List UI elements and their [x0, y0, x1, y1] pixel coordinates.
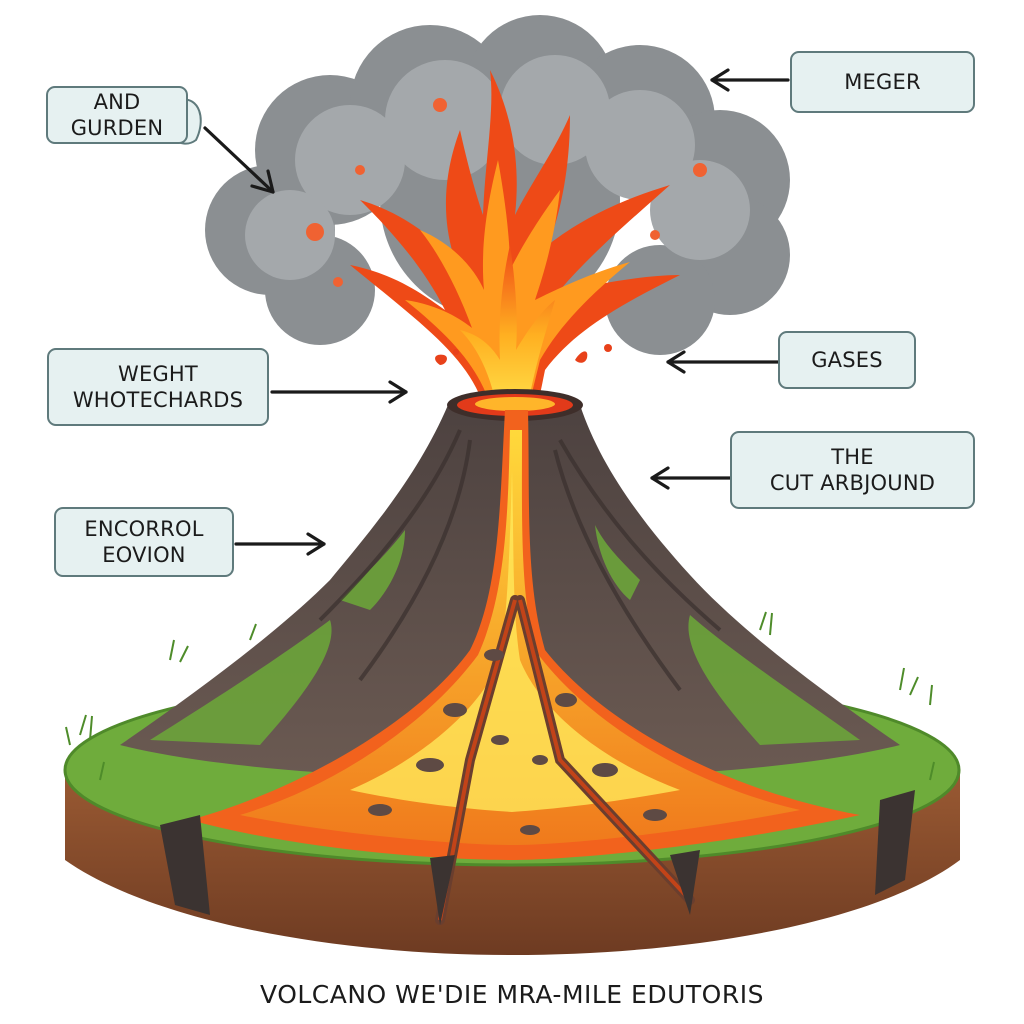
label-weght-line1: WEGHT — [118, 362, 198, 386]
cross-section-cracks — [160, 790, 915, 925]
arrow-gases — [666, 350, 780, 374]
label-encorrol: ENCORROL EOVION — [54, 507, 234, 577]
label-and-gurden-line2: GURDEN — [70, 116, 164, 140]
eruption-plume — [350, 70, 680, 410]
arrow-cutarbjound — [650, 466, 732, 490]
label-meger: MEGER — [790, 51, 975, 113]
arrow-weght — [270, 380, 408, 404]
arrows — [203, 68, 790, 556]
label-cutarbjound-line1: THE — [831, 445, 874, 469]
label-weght: WEGHT WHOTECHARDS — [47, 348, 269, 426]
label-meger-text: MEGER — [844, 70, 921, 94]
lava-flow — [190, 410, 860, 925]
arrow-meger — [710, 68, 790, 92]
label-gases: GASES — [778, 331, 916, 389]
label-gases-text: GASES — [811, 348, 883, 372]
arrow-and-gurden — [203, 126, 275, 194]
label-and-gurden-line1: AND — [93, 90, 141, 114]
label-and-gurden: AND GURDEN — [46, 86, 188, 144]
label-weght-line2: WHOTECHARDS — [72, 388, 244, 412]
diagram-caption: VOLCANO WE'DIE MRA-MILE EDUTORIS — [260, 980, 764, 1009]
label-cutarbjound: THE CUT ARBJOUND — [730, 431, 975, 509]
arrow-encorrol — [234, 532, 326, 556]
label-cutarbjound-line2: CUT ARBJOUND — [769, 471, 936, 495]
label-encorrol-line2: EOVION — [102, 543, 186, 567]
label-encorrol-line1: ENCORROL — [84, 517, 204, 541]
